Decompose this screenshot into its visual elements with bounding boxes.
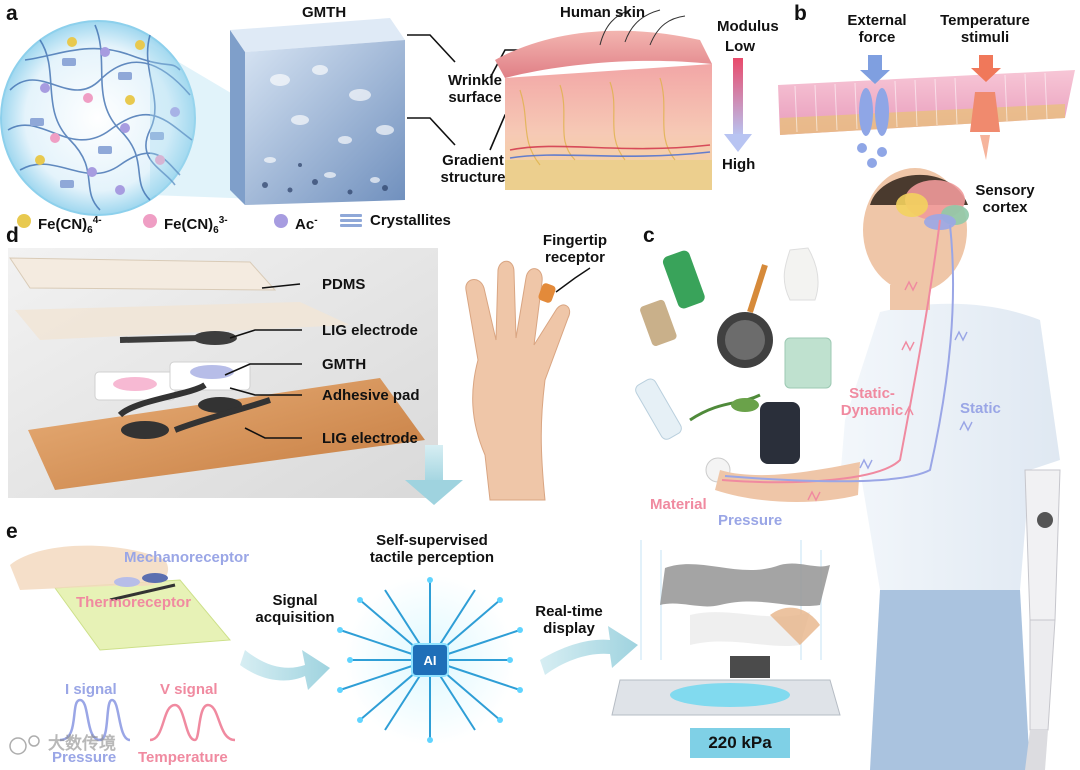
panel-letter-c: c	[643, 224, 655, 247]
pdms-label: PDMS	[322, 276, 366, 293]
temperature-signal-label: Temperature	[138, 749, 228, 766]
force-arrow	[860, 55, 890, 84]
gmth-layer-label: GMTH	[322, 356, 367, 373]
legend-ferrocyanide: Fe(CN)64-	[38, 215, 102, 236]
i-signal-label: I signal	[65, 681, 117, 698]
thermo-channel	[970, 92, 1000, 160]
finger-on-sensor	[10, 545, 232, 651]
human-skin-label: Human skin	[560, 4, 646, 21]
panel-letter-a: a	[6, 2, 18, 25]
gmth-pads	[94, 361, 251, 401]
temperature-arrow	[971, 55, 1001, 82]
pressure-pathway-label: Pressure	[718, 512, 783, 529]
human-skin-block	[495, 9, 712, 190]
brain-icon	[896, 180, 969, 230]
thermoreceptor-label: Thermoreceptor	[76, 594, 192, 611]
gmth-cube	[230, 18, 405, 205]
mechanoreceptor-label: Mechanoreceptor	[124, 549, 250, 566]
modulus-title: Modulus	[717, 18, 779, 35]
modulus-low-label: Low	[725, 38, 755, 55]
lig-electrode-top-label: LIG electrode	[322, 322, 418, 339]
crystallite-marks	[30, 58, 164, 188]
robotic-arm	[1024, 469, 1061, 770]
legend-markers	[17, 214, 362, 228]
human-figure	[715, 168, 1061, 770]
v-signal-label: V signal	[160, 681, 218, 698]
gmth-title: GMTH	[302, 4, 347, 21]
material-label: Material	[650, 496, 707, 513]
panel-letter-e: e	[6, 520, 18, 543]
watermark-text: 大数传境	[48, 734, 116, 754]
legend-crystallites: Crystallites	[370, 212, 451, 229]
realtime-display-phone	[611, 540, 841, 758]
legend-acetate: Ac-	[295, 215, 318, 233]
pressure-signal-label: Pressure	[52, 749, 117, 766]
object-collection	[635, 247, 832, 483]
ai-chip-label: AI	[423, 653, 437, 668]
neural-chip	[337, 575, 523, 745]
signal-curves	[59, 698, 236, 742]
static-dynamic-label: Static-Dynamic	[840, 385, 904, 419]
hand-to-perception-arrow	[405, 445, 463, 505]
ion-dots	[35, 37, 180, 195]
signal-arrow-1	[240, 650, 330, 690]
panel-letter-b: b	[794, 2, 807, 25]
hand-illustration	[465, 260, 591, 501]
static-label: Static	[960, 400, 1001, 417]
panel-letter-d: d	[6, 224, 19, 247]
adhesive-pad-label: Adhesive pad	[322, 387, 420, 404]
device-layers-panel	[8, 248, 438, 498]
cell-membrane	[778, 55, 1075, 168]
watermark-logo	[9, 735, 40, 755]
legend-ferricyanide: Fe(CN)63-	[164, 215, 228, 236]
lig-electrode-bottom-label: LIG electrode	[322, 430, 418, 447]
pressure-value-display: 220 kPa	[708, 733, 772, 752]
modulus-high-label: High	[722, 156, 756, 173]
signal-arrow-2	[540, 626, 638, 675]
modulus-gradient-arrow	[724, 58, 752, 152]
mechano-channel	[857, 88, 889, 168]
